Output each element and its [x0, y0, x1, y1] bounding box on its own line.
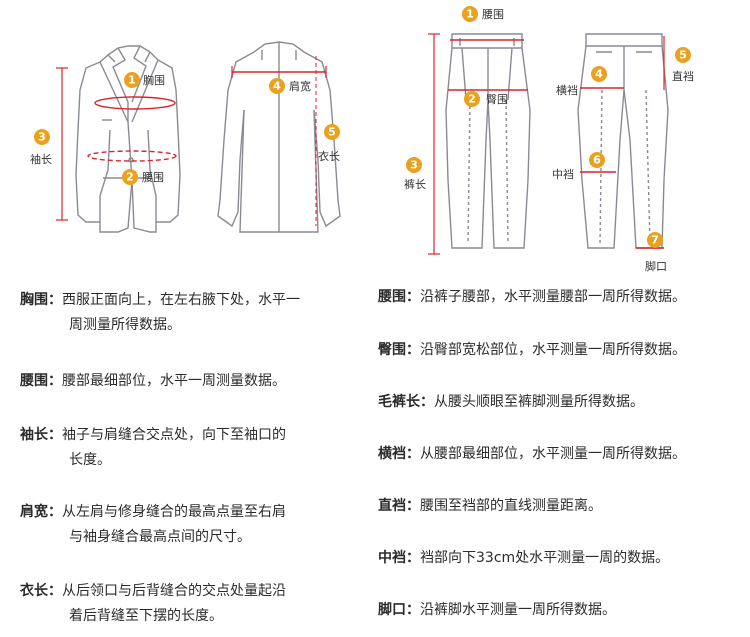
svg-text:5: 5 — [679, 49, 687, 62]
jacket-back — [217, 41, 341, 233]
svg-text:7: 7 — [651, 234, 659, 247]
pants-back — [577, 33, 669, 249]
desc-length: 衣长：从后领口与后背缝合的交点处量起沿着后背缝至下摆的长度。 — [20, 579, 399, 629]
jacket-label-length: 衣长 — [318, 149, 340, 163]
desc-waist: 腰围：腰部最细部位，水平一周测量数据。 — [20, 369, 399, 394]
pants-badge-2: 2 — [464, 91, 480, 107]
svg-text:3: 3 — [410, 159, 418, 172]
waist-measure-ring — [87, 150, 177, 162]
desc-term: 臀围： — [378, 342, 420, 358]
pants-label-thigh: 横裆 — [556, 83, 578, 97]
jacket-badge-2: 2 — [122, 169, 138, 185]
desc-term: 肩宽： — [20, 504, 62, 520]
desc-text: 西服正面向上，在左右腋下处，水平一 — [62, 292, 300, 308]
jacket-front-measures — [56, 67, 177, 221]
desc-text: 长度。 — [69, 452, 111, 468]
pants-front — [445, 33, 531, 249]
desc-term: 直裆： — [378, 498, 420, 514]
pants-label-hem: 脚口 — [645, 259, 667, 273]
pants-badge-3: 3 — [406, 157, 422, 173]
desc-pants-length: 毛裤长：从腰头顺眼至裤脚测量所得数据。 — [378, 390, 644, 415]
desc-term: 衣长： — [20, 583, 62, 599]
desc-text: 从腰部最细部位，水平测量一周所得数据。 — [420, 446, 686, 462]
jacket-label-waist: 腰围 — [142, 171, 164, 184]
pants-label-knee: 中裆 — [552, 168, 574, 181]
pants-badge-1: 1 — [462, 6, 478, 22]
desc-hem: 脚口：沿裤脚水平测量一周所得数据。 — [378, 598, 616, 623]
jacket-label-chest: 胸围 — [143, 73, 165, 87]
svg-text:2: 2 — [468, 93, 476, 106]
desc-text: 从腰头顺眼至裤脚测量所得数据。 — [434, 394, 644, 410]
svg-text:1: 1 — [128, 74, 136, 87]
desc-text: 裆部向下33cm处水平测量一周的数据。 — [420, 550, 670, 566]
pants-label-hip: 臀围 — [486, 93, 508, 106]
pants-front-measures — [428, 33, 528, 255]
pants-label-rise: 直裆 — [672, 69, 694, 83]
desc-thigh: 横裆：从腰部最细部位，水平测量一周所得数据。 — [378, 442, 686, 467]
desc-shoulder: 肩宽：从左肩与修身缝合的最高点量至右肩与袖身缝合最高点间的尺寸。 — [20, 500, 399, 550]
jacket-badge-4: 4 — [269, 78, 285, 94]
desc-text: 腰围至裆部的直线测量距离。 — [420, 498, 602, 514]
desc-text: 周测量所得数据。 — [69, 317, 181, 333]
desc-text: 腰部最细部位，水平一周测量数据。 — [62, 373, 286, 389]
pants-label-length: 裤长 — [404, 177, 426, 191]
desc-hip: 臀围：沿臀部宽松部位，水平测量一周所得数据。 — [378, 338, 686, 363]
desc-term: 横裆： — [378, 446, 420, 462]
desc-text: 袖子与肩缝合交点处，向下至袖口的 — [62, 427, 286, 443]
svg-text:1: 1 — [466, 8, 474, 21]
jacket-badge-3: 3 — [34, 129, 50, 145]
chest-measure-ring — [94, 96, 176, 110]
desc-term: 毛裤长： — [378, 394, 434, 410]
desc-text: 从左肩与修身缝合的最高点量至右肩 — [62, 504, 286, 520]
desc-chest: 胸围：西服正面向上，在左右腋下处，水平一周测量所得数据。 — [20, 288, 399, 338]
desc-knee: 中裆：裆部向下33cm处水平测量一周的数据。 — [378, 546, 669, 571]
desc-term: 脚口： — [378, 602, 420, 618]
desc-pants-waist: 腰围：沿裤子腰部，水平测量腰部一周所得数据。 — [378, 285, 686, 310]
pants-badge-6: 6 — [589, 152, 605, 168]
svg-text:5: 5 — [328, 126, 336, 139]
pants-badge-5: 5 — [675, 47, 691, 63]
desc-term: 腰围： — [20, 373, 62, 389]
desc-text: 沿臀部宽松部位，水平测量一周所得数据。 — [420, 342, 686, 358]
svg-text:6: 6 — [593, 154, 601, 167]
desc-rise: 直裆：腰围至裆部的直线测量距离。 — [378, 494, 602, 519]
svg-text:4: 4 — [273, 80, 281, 93]
svg-text:3: 3 — [38, 131, 46, 144]
desc-text: 沿裤子腰部，水平测量腰部一周所得数据。 — [420, 289, 686, 305]
desc-term: 腰围： — [378, 289, 420, 305]
pants-label-waist: 腰围 — [482, 8, 504, 21]
svg-text:4: 4 — [595, 68, 603, 81]
jacket-badge-1: 1 — [124, 72, 140, 88]
pants-badge-7: 7 — [647, 232, 663, 248]
jacket-label-shoulder: 肩宽 — [289, 79, 311, 93]
measurement-diagram: 1 胸围 2 腰围 3 袖长 4 肩宽 5 衣长 1 腰围 2 — [30, 6, 694, 273]
pants-back-measures — [580, 36, 665, 249]
jacket-badge-5: 5 — [324, 124, 340, 140]
desc-text: 与袖身缝合最高点间的尺寸。 — [69, 529, 251, 545]
jacket-label-sleeve: 袖长 — [30, 152, 52, 166]
desc-text: 沿裤脚水平测量一周所得数据。 — [420, 602, 616, 618]
pants-badge-4: 4 — [591, 66, 607, 82]
desc-text: 从后领口与后背缝合的交点处量起沿 — [62, 583, 286, 599]
svg-text:2: 2 — [126, 171, 134, 184]
desc-sleeve: 袖长：袖子与肩缝合交点处，向下至袖口的长度。 — [20, 423, 399, 473]
desc-term: 中裆： — [378, 550, 420, 566]
desc-term: 袖长： — [20, 427, 62, 443]
desc-term: 胸围： — [20, 292, 62, 308]
jacket-back-measures — [231, 56, 327, 226]
desc-text: 着后背缝至下摆的长度。 — [69, 608, 223, 624]
